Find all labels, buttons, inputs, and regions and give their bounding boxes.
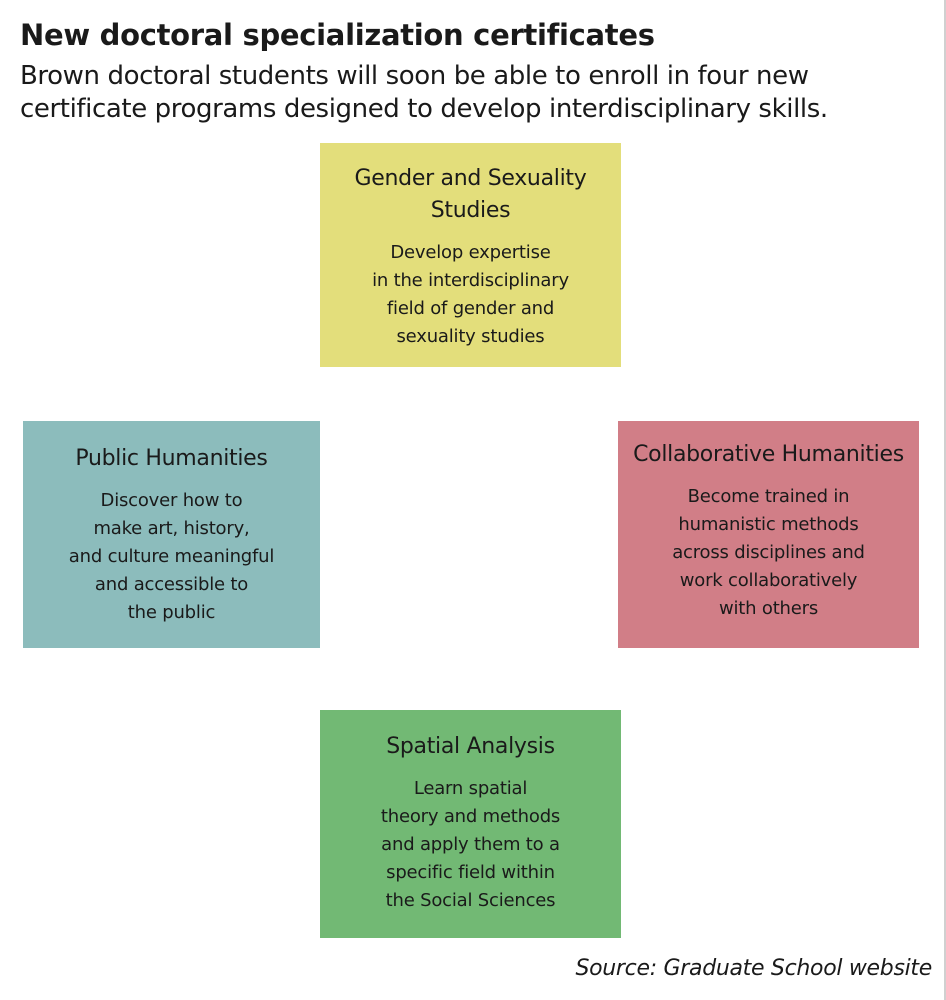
- certificate-description-line: Discover how to: [100, 490, 243, 511]
- certificate-description-line: field of gender and: [386, 298, 555, 319]
- certificate-box-gender-sexuality: Gender and Sexuality Studies Develop exp…: [320, 143, 621, 367]
- certificate-box-public-humanities: Public Humanities Discover how to make a…: [23, 421, 320, 648]
- certificate-description-line: the Social Sciences: [385, 890, 556, 911]
- certificate-description-line: work collaboratively: [679, 570, 858, 591]
- certificate-description-line: make art, history,: [93, 518, 250, 539]
- certificate-title-line: Spatial Analysis: [386, 734, 555, 759]
- certificate-description-line: and accessible to: [94, 574, 249, 595]
- certificate-title-line: Studies: [430, 198, 511, 223]
- certificate-description-line: Become trained in: [687, 486, 850, 507]
- certificate-description-line: specific field within: [386, 862, 555, 883]
- certificate-description: Discover how to make art, history, and c…: [23, 487, 320, 627]
- source-credit: Source: Graduate School website: [575, 956, 932, 981]
- certificate-description: Learn spatial theory and methods and app…: [320, 775, 621, 915]
- certificate-title: Spatial Analysis: [320, 731, 621, 763]
- certificate-title-line: Gender and Sexuality: [354, 166, 587, 191]
- certificate-title: Collaborative Humanities: [618, 439, 919, 471]
- certificate-description-line: with others: [718, 598, 819, 619]
- page-title: New doctoral specialization certificates: [20, 18, 655, 52]
- certificate-description-line: in the interdisciplinary: [372, 270, 569, 291]
- certificate-box-collaborative-humanities: Collaborative Humanities Become trained …: [618, 421, 919, 648]
- page-subtitle: Brown doctoral students will soon be abl…: [20, 61, 828, 124]
- certificate-description-line: the public: [127, 602, 216, 623]
- certificate-description: Become trained in humanistic methods acr…: [618, 483, 919, 623]
- certificate-description-line: humanistic methods: [678, 514, 859, 535]
- right-edge-border: [944, 0, 946, 1000]
- certificate-title: Gender and Sexuality Studies: [320, 163, 621, 227]
- certificate-title-line: Collaborative Humanities: [633, 442, 904, 467]
- certificate-description-line: and apply them to a: [381, 834, 560, 855]
- certificate-description: Develop expertise in the interdisciplina…: [320, 239, 621, 351]
- certificate-description-line: across disciplines and: [672, 542, 865, 563]
- certificate-description-line: theory and methods: [380, 806, 561, 827]
- certificate-box-spatial-analysis: Spatial Analysis Learn spatial theory an…: [320, 710, 621, 938]
- certificate-description-line: Learn spatial: [413, 778, 528, 799]
- certificate-description-line: and culture meaningful: [68, 546, 275, 567]
- certificate-title: Public Humanities: [23, 443, 320, 475]
- certificate-description-line: Develop expertise: [390, 242, 551, 263]
- certificate-description-line: sexuality studies: [396, 326, 545, 347]
- certificate-title-line: Public Humanities: [75, 446, 268, 471]
